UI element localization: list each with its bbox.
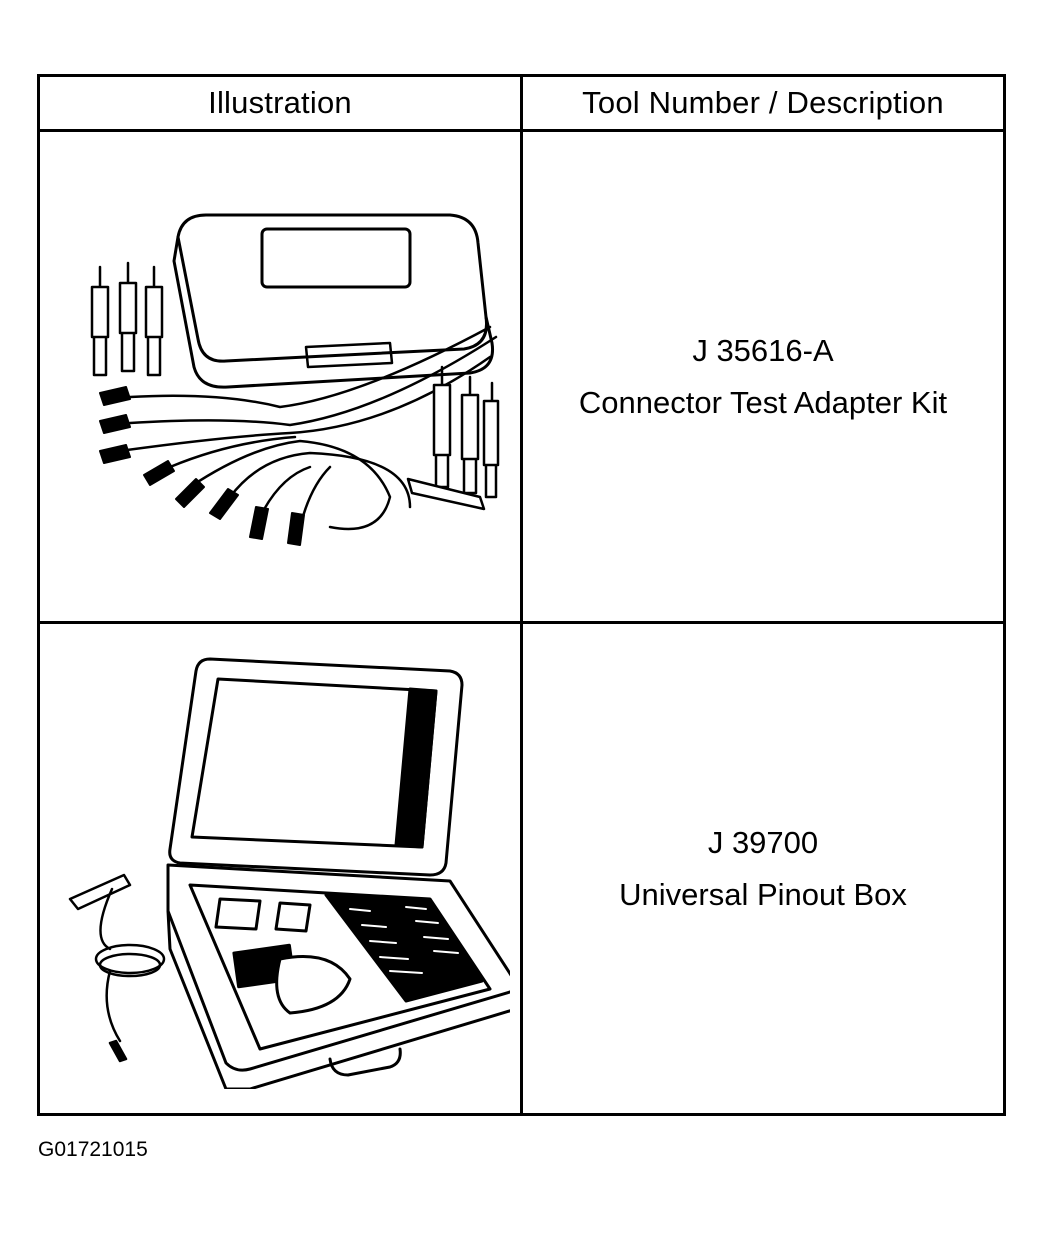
table-row: J 35616-A Connector Test Adapter Kit [37,129,1006,625]
illustration-cell [37,621,523,1116]
description-cell: J 39700 Universal Pinout Box [520,621,1006,1116]
illustration-cell [37,129,523,625]
header-illustration: Illustration [37,73,523,133]
test-adapter-kit-icon [90,213,500,546]
tool-number: J 35616-A [692,332,834,368]
header-tool-description: Tool Number / Description [520,73,1006,133]
tool-number: J 39700 [707,824,819,860]
figure-id: G01721015 [38,1138,148,1161]
tool-table: Illustration Tool Number / Description [37,73,1006,1116]
tool-description: Connector Test Adapter Kit [578,384,948,420]
table-row: J 39700 Universal Pinout Box [37,621,1006,1116]
table-header-row: Illustration Tool Number / Description [37,73,1006,133]
description-cell: J 35616-A Connector Test Adapter Kit [520,129,1006,625]
tool-description: Universal Pinout Box [619,876,907,912]
pinout-box-icon [68,657,510,1089]
